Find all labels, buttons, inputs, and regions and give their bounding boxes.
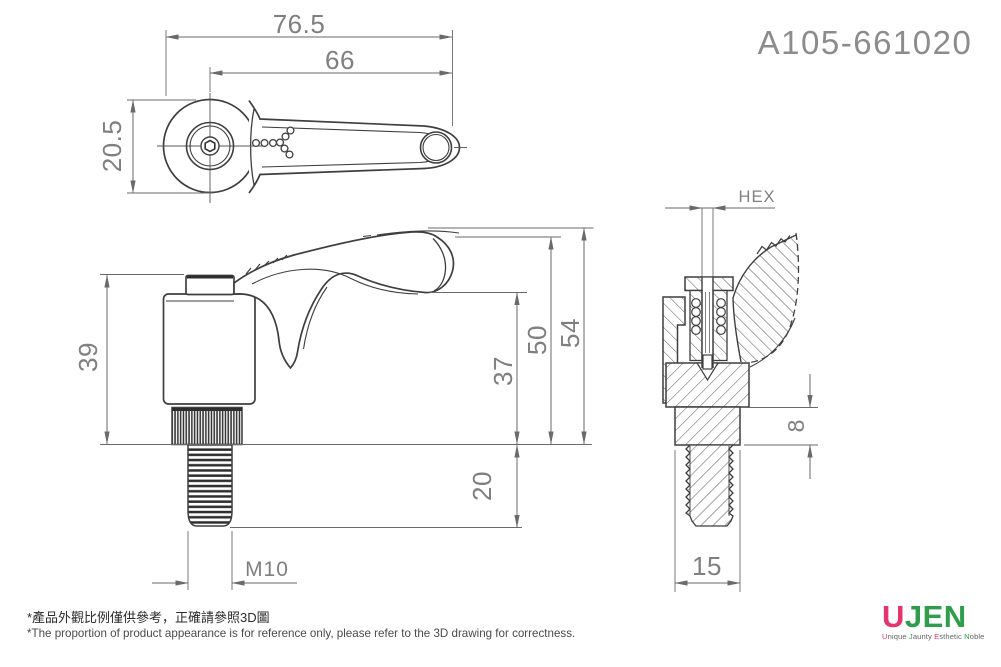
detent-balls	[691, 298, 726, 335]
side-view: 39 37 50 54 20 M10	[73, 227, 594, 590]
handle-arm-outline	[233, 231, 455, 370]
arm-end-hole-inner	[422, 133, 450, 162]
section-flange	[665, 362, 750, 408]
ujen-logo: UJEN Unique Jaunty Esthetic Noble	[882, 601, 994, 641]
stub-band-curve	[749, 317, 796, 368]
technical-drawing-canvas: 76.5 66 20.5 A105-661020 39	[73, 9, 973, 592]
dim-body-height: 39	[73, 342, 103, 372]
dim-grip-height: 50	[522, 325, 552, 355]
ratchet-notches	[245, 254, 288, 275]
dim-total-height: 54	[555, 318, 585, 348]
head-ring-inner	[189, 125, 231, 167]
logo-wordmark: UJEN	[882, 601, 994, 632]
dim-overall-width: 76.5	[273, 9, 326, 39]
center-hex-socket	[204, 139, 216, 153]
section-knurl-cylinder	[674, 406, 741, 446]
dim-mid-height: 37	[488, 356, 518, 386]
dim-head-height: 20.5	[97, 120, 127, 173]
dim-step-height: 8	[783, 420, 809, 433]
top-view: 76.5 66 20.5	[97, 9, 467, 203]
center-hole	[200, 136, 220, 156]
dim-hex: HEX	[739, 188, 776, 206]
part-number: A105-661020	[758, 24, 973, 61]
logo-letters-jen: JEN	[904, 599, 967, 634]
logo-tagline: Unique Jaunty Esthetic Noble	[882, 632, 985, 641]
arm-end-hole-outer	[419, 131, 453, 164]
head-ring-outer	[185, 121, 235, 171]
pin-tip	[702, 354, 713, 370]
section-channel	[702, 277, 713, 360]
handle-far-edge-dash	[362, 234, 372, 238]
note-chinese: *產品外觀比例僅供參考，正確請參照3D圖	[27, 610, 270, 625]
grip-separation-line	[432, 238, 447, 292]
neck-break-line	[250, 108, 255, 186]
dim-thread-size: M10	[245, 558, 289, 581]
arm-descent-inner-line	[302, 286, 328, 350]
section-arm-stub	[733, 235, 799, 362]
face-dot-pattern	[251, 126, 295, 159]
note-english: *The proportion of product appearance is…	[27, 627, 576, 640]
logo-letter-u: U	[882, 599, 905, 634]
dim-thread-length: 20	[467, 471, 497, 501]
section-arm-stub-edges	[732, 234, 797, 363]
knurled-nut	[171, 406, 243, 446]
threaded-stud	[187, 443, 233, 527]
body-outline	[162, 293, 256, 405]
dim-arm-length: 66	[325, 45, 355, 75]
arm-underside-inner-line	[251, 268, 419, 295]
section-threaded-stud	[685, 444, 735, 527]
handle-far-edge-arc	[376, 230, 460, 236]
dim-diameter: 15	[692, 551, 722, 581]
stub-grip-ridges	[756, 235, 791, 255]
section-view: HEX 8 15	[662, 188, 818, 592]
footer-notes: *產品外觀比例僅供參考，正確請參照3D圖 *The proportion of …	[27, 609, 575, 641]
